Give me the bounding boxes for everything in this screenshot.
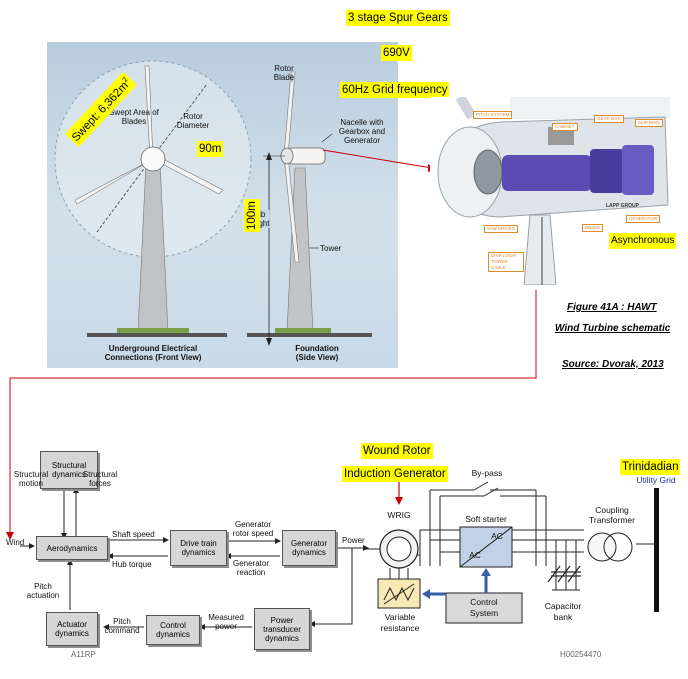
- nacelle-label: Nacelle with Gearbox and Generator: [338, 118, 386, 145]
- tag-gear-box: GEAR BOX: [594, 115, 624, 123]
- front-view-label: Underground Electrical Connections (Fron…: [104, 344, 202, 362]
- structural-motion-label: Structural motion: [13, 470, 49, 488]
- coupling-label: Coupling: [595, 505, 629, 515]
- pitch-command-label: Pitch command: [104, 617, 140, 635]
- turbine-illustration: Swept Area of Blades Rotor Diameter Roto…: [47, 42, 398, 368]
- drive-train-box: Drive train dynamics: [170, 530, 227, 566]
- lapp-group-logo: LAPP GROUP: [606, 203, 639, 209]
- variable-label: Variable: [384, 612, 416, 622]
- soft-starter-label: Soft starter: [465, 514, 507, 524]
- actuator-dynamics-box: Actuator dynamics: [46, 612, 98, 646]
- gen-rotor-speed-label: Generator rotor speed: [232, 520, 274, 538]
- wrig-label: WRIG: [387, 510, 411, 520]
- tag-pitch-system: PITCH SYSTEM: [473, 111, 513, 119]
- resistance-label: resistance: [380, 623, 420, 633]
- nacelle-drawing: [437, 97, 670, 285]
- rotor-blade-label: Rotor Blade: [273, 64, 295, 82]
- shaft-speed-label: Shaft speed: [112, 530, 155, 539]
- structural-dynamics-box: Structural dynamics: [40, 451, 98, 489]
- tag-yaw-drives: YAW DRIVES: [484, 225, 518, 233]
- power-transducer-box: Power transducer dynamics: [254, 608, 310, 650]
- induction-generator-annotation: Induction Generator: [342, 466, 448, 482]
- bypass-label: By-pass: [471, 468, 503, 478]
- control-label: Control: [470, 597, 498, 607]
- pitch-actuation-label: Pitch actuation: [26, 582, 60, 600]
- measured-power-label: Measured power: [208, 613, 244, 631]
- control-dynamics-box: Control dynamics: [146, 615, 200, 645]
- generator-dynamics-box: Generator dynamics: [282, 530, 336, 566]
- aerodynamics-box: Aerodynamics: [36, 536, 108, 560]
- rotor-diameter-label: Rotor Diameter: [176, 112, 210, 130]
- structural-forces-label: Structural forces: [82, 470, 118, 488]
- diameter-annotation: 90m: [197, 141, 224, 157]
- block-diagram-code: A11RP: [71, 650, 96, 659]
- grid-diagram-code: H00254470: [560, 650, 602, 659]
- tower-label: Tower: [320, 244, 342, 253]
- hub-torque-label: Hub torque: [112, 560, 152, 569]
- ac-top-label: AC: [491, 531, 503, 541]
- transformer-label: Transformer: [589, 515, 635, 525]
- tag-drip-loop: DRIP LOOP/ TOWER CABLE: [488, 252, 524, 272]
- capacitor-label: Capacitor: [544, 601, 582, 611]
- tag-generator: GENERATOR: [626, 215, 661, 223]
- nacelle-cutaway: PITCH SYSTEM CABINET GEAR BOX SLIP RING …: [430, 97, 678, 285]
- ac-bottom-label: AC: [469, 550, 481, 560]
- trinidadian-annotation: Trinidadian: [620, 459, 681, 475]
- tag-cabinet: CABINET: [552, 123, 578, 131]
- power-label: Power: [342, 536, 365, 545]
- utility-grid-label: Utility Grid: [636, 475, 676, 485]
- figure-source: Source: Dvorak, 2013: [562, 359, 664, 370]
- gen-reaction-label: Generator reaction: [232, 559, 270, 577]
- side-view-label: Foundation (Side View): [295, 344, 339, 362]
- tag-slip-ring: SLIP RING: [635, 119, 664, 127]
- figure-caption: Figure 41A : HAWT: [567, 302, 657, 313]
- wind-label: Wind: [6, 538, 25, 547]
- voltage-annotation: 690V: [381, 45, 412, 61]
- swept-area-label: Swept Area of Blades: [109, 108, 159, 126]
- grid-frequency-annotation: 60Hz Grid frequency: [340, 82, 450, 98]
- system-label: System: [469, 608, 499, 618]
- wound-rotor-annotation: Wound Rotor: [361, 443, 433, 459]
- asynchronous-annotation: Asynchronous: [609, 233, 677, 249]
- tag-brake: BRAKE: [582, 224, 604, 232]
- bank-label: bank: [553, 612, 573, 622]
- figure-subtitle: Wind Turbine schematic: [555, 323, 671, 334]
- gears-annotation: 3 stage Spur Gears: [346, 10, 450, 26]
